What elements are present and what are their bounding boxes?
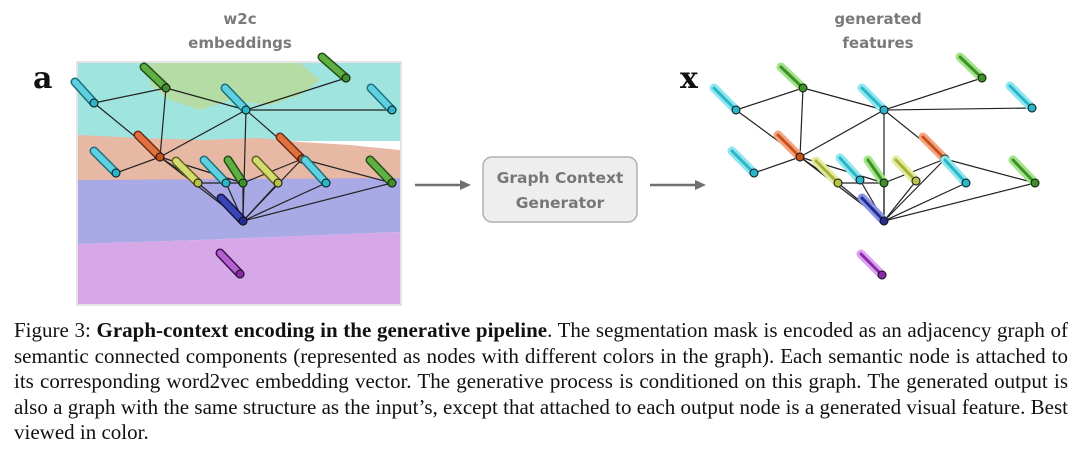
node-green-3 — [223, 155, 248, 188]
out-node-green-4 — [1008, 155, 1040, 188]
out-node-yellowgreen-2 — [891, 155, 921, 186]
right-label-top: generated — [834, 10, 921, 28]
figure-graph-context: w2c embeddings a Graph Context Generator — [33, 10, 1040, 306]
right-label-bottom: features — [842, 34, 913, 52]
box-label-line2: Generator — [516, 194, 605, 212]
out-node-cyan-1 — [709, 83, 741, 115]
node-navy-1 — [216, 193, 248, 226]
right-graph-nodes — [709, 52, 1040, 280]
node-cyan-2 — [220, 83, 251, 115]
out-node-green-2 — [955, 52, 987, 83]
out-node-green-1 — [776, 62, 808, 93]
node-cyan-1 — [70, 77, 99, 108]
node-orange-1 — [133, 130, 165, 162]
node-cyan-5 — [199, 155, 231, 188]
node-cyan-4 — [89, 146, 121, 178]
node-green-4 — [365, 155, 397, 188]
node-yellowgreen-1 — [171, 156, 203, 188]
graph-context-generator-box: Graph Context Generator — [482, 156, 638, 223]
out-node-cyan-6 — [940, 155, 971, 188]
figure-caption: Figure 3: Graph-context encoding in the … — [14, 318, 1068, 446]
node-yellowgreen-2 — [251, 155, 283, 188]
out-node-purple-1 — [856, 249, 887, 280]
node-cyan-3 — [366, 83, 397, 115]
right-graph-edges — [735, 77, 1036, 222]
node-cyan-6 — [300, 155, 331, 188]
out-node-cyan-2 — [857, 83, 889, 115]
node-green-2 — [317, 52, 351, 83]
right-variable-label: x — [680, 61, 699, 96]
caption-prefix: Figure 3: — [14, 318, 97, 342]
out-node-cyan-5 — [835, 153, 865, 185]
node-green-1 — [139, 62, 171, 93]
out-node-navy-1 — [857, 193, 889, 226]
left-label-top: w2c — [223, 10, 256, 28]
out-node-green-3 — [863, 155, 889, 188]
caption-body: . The segmentation mask is encoded as an… — [14, 318, 1068, 444]
node-purple-1 — [215, 248, 245, 279]
out-node-yellowgreen-1 — [811, 156, 843, 188]
out-node-cyan-3 — [1005, 81, 1037, 113]
caption-title: Graph-context encoding in the generative… — [96, 318, 548, 342]
box-label-line1: Graph Context — [497, 169, 624, 187]
arrow-left — [415, 180, 471, 190]
arrow-right — [650, 180, 706, 190]
left-variable-label: a — [33, 61, 52, 96]
left-label-bottom: embeddings — [188, 34, 292, 52]
left-graph-nodes — [70, 52, 397, 279]
out-node-cyan-4 — [727, 146, 759, 178]
out-node-orange-1 — [773, 130, 805, 162]
